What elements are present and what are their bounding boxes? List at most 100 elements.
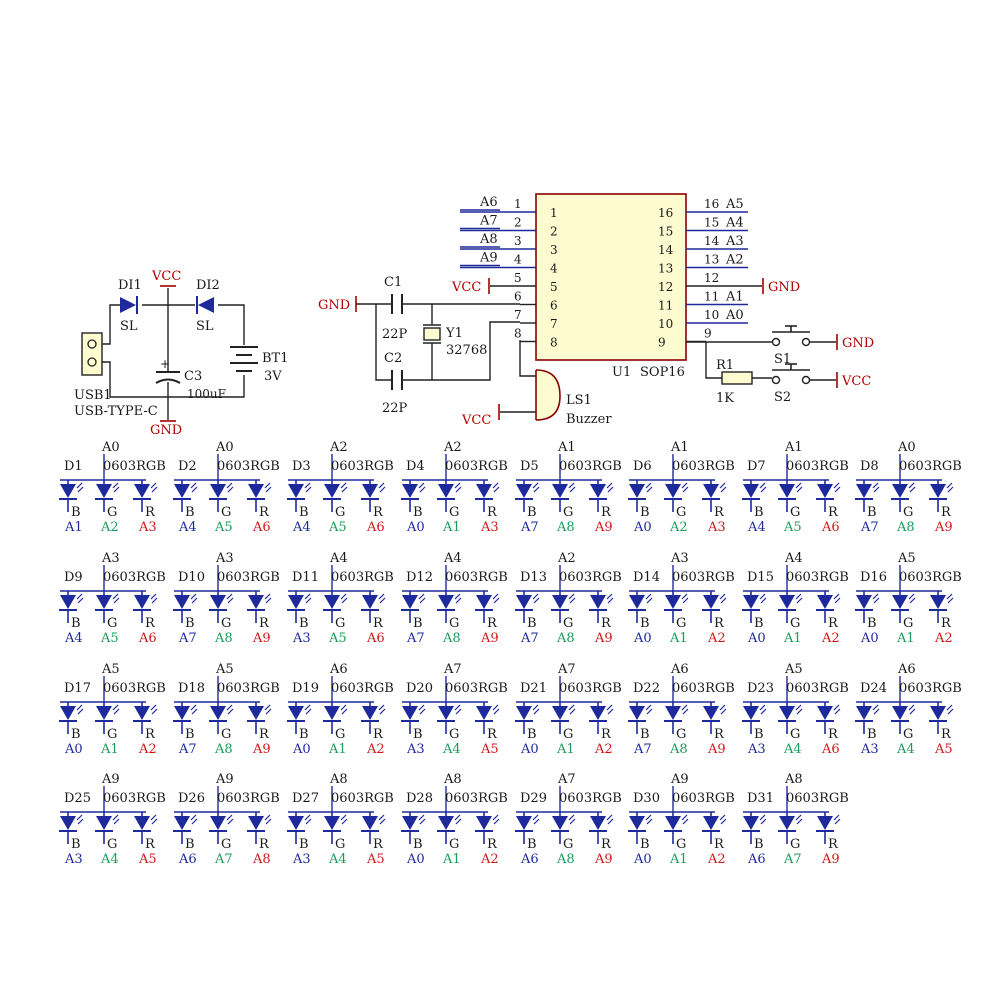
ic-left-pin-inner-number: 3 xyxy=(550,243,558,257)
led-pin-net-r: A2 xyxy=(366,742,385,757)
led-emission-arrow xyxy=(76,704,83,711)
led-diode-symbol xyxy=(438,595,454,609)
led-emission-arrow xyxy=(455,597,462,604)
led-pin-net-b: A3 xyxy=(292,852,311,867)
led-emission-arrow xyxy=(759,814,766,821)
led-emission-arrow xyxy=(191,818,198,825)
led-package: 0603RGB xyxy=(217,681,280,696)
led-emission-arrow xyxy=(646,818,653,825)
led-pin-net-g: A8 xyxy=(556,520,575,535)
led-pin-letter-g: G xyxy=(107,616,117,631)
led-emission-arrow xyxy=(532,814,539,821)
led-diode-symbol xyxy=(590,484,606,498)
led-pin-letter-r: R xyxy=(941,727,952,742)
led-diode-symbol xyxy=(438,706,454,720)
led-emission-arrow xyxy=(113,708,120,715)
led-pin-net-r: A6 xyxy=(821,520,840,535)
led-pin-net-b: A7 xyxy=(178,631,197,646)
led-package: 0603RGB xyxy=(331,681,394,696)
led-diode-symbol xyxy=(324,706,340,720)
led-pin-letter-b: B xyxy=(71,837,81,852)
led-ref: D12 xyxy=(406,570,433,585)
ic-left-net-label: A9 xyxy=(479,251,498,266)
led-pin-letter-g: G xyxy=(563,837,573,852)
led-pin-net-r: A2 xyxy=(707,852,726,867)
led-diode-symbol xyxy=(402,484,418,498)
led-pin-net-b: A4 xyxy=(178,520,197,535)
led-pin-net-b: A0 xyxy=(406,852,425,867)
led-diode-symbol xyxy=(817,595,833,609)
led-pin-letter-g: G xyxy=(449,837,459,852)
led-emission-arrow xyxy=(908,704,915,711)
ic-left-pin-inner-number: 2 xyxy=(550,225,558,239)
led-emission-arrow xyxy=(795,593,802,600)
led-common-net-label: A4 xyxy=(443,551,462,566)
led-emission-arrow xyxy=(341,597,348,604)
buzzer-vcc-label: VCC xyxy=(461,413,491,428)
led-emission-arrow xyxy=(190,482,197,489)
led-pin-net-r: A2 xyxy=(707,631,726,646)
led-pin-letter-b: B xyxy=(527,505,537,520)
ls1-ref: LS1 xyxy=(566,393,592,408)
led-pin-letter-b: B xyxy=(185,727,195,742)
led-pin-letter-b: B xyxy=(413,505,423,520)
ic-left-pin-number: 8 xyxy=(514,327,522,341)
led-emission-arrow xyxy=(150,593,157,600)
led-ref: D18 xyxy=(178,681,205,696)
usb-pin-2 xyxy=(87,357,97,367)
led-ref: D11 xyxy=(292,570,319,585)
led-package: 0603RGB xyxy=(103,681,166,696)
led-diode-symbol xyxy=(629,706,645,720)
led-diode-symbol xyxy=(96,706,112,720)
led-emission-arrow xyxy=(76,814,83,821)
ic-right-net-label: A1 xyxy=(725,290,744,305)
ic-right-net-label: A3 xyxy=(725,234,744,249)
ic-right-pin-number: 15 xyxy=(704,216,719,230)
led-pin-letter-r: R xyxy=(487,616,498,631)
led-package: 0603RGB xyxy=(672,791,735,806)
led-emission-arrow xyxy=(645,482,652,489)
led-emission-arrow xyxy=(191,597,198,604)
led-pin-net-g: A1 xyxy=(556,742,575,757)
buzzer-ls1 xyxy=(535,369,561,421)
switch-s2 xyxy=(771,363,811,385)
led-package: 0603RGB xyxy=(786,791,849,806)
led-pin-net-g: A1 xyxy=(896,631,915,646)
led-pin-letter-b: B xyxy=(185,505,195,520)
ic-left-pin-inner-number: 1 xyxy=(550,206,558,220)
led-diode-symbol xyxy=(362,706,378,720)
led-pin-net-b: A3 xyxy=(64,852,83,867)
led-diode-symbol xyxy=(856,595,872,609)
led-emission-arrow xyxy=(719,704,726,711)
led-emission-arrow xyxy=(720,597,727,604)
led-diode-symbol xyxy=(892,484,908,498)
led-package: 0603RGB xyxy=(331,459,394,474)
led-pin-net-g: A1 xyxy=(328,742,347,757)
led-ref: D19 xyxy=(292,681,319,696)
led-pin-letter-r: R xyxy=(714,616,725,631)
led-diode-symbol xyxy=(362,595,378,609)
led-diode-symbol xyxy=(210,706,226,720)
led-ref: D2 xyxy=(178,459,197,474)
led-package: 0603RGB xyxy=(559,681,622,696)
led-emission-arrow xyxy=(379,818,386,825)
led-pin-net-r: A9 xyxy=(252,742,271,757)
led-pin-net-g: A5 xyxy=(328,520,347,535)
ic-package: SOP16 xyxy=(640,365,685,380)
led-emission-arrow xyxy=(492,814,499,821)
led-diode-symbol xyxy=(96,816,112,830)
led-emission-arrow xyxy=(455,708,462,715)
led-package: 0603RGB xyxy=(786,459,849,474)
led-ref: D9 xyxy=(64,570,83,585)
crystal-y1 xyxy=(423,324,441,344)
led-pin-letter-r: R xyxy=(941,616,952,631)
led-diode-symbol xyxy=(324,484,340,498)
